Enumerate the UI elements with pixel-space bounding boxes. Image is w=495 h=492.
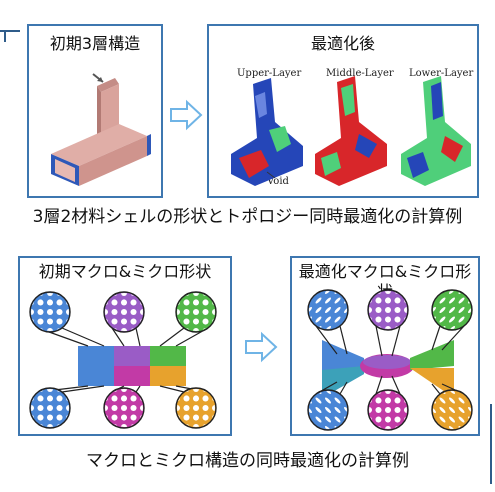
right-accent-rule <box>490 404 492 484</box>
optimized-micro-top-1 <box>367 289 409 331</box>
left-accent-rule <box>0 30 20 32</box>
optimized-right-member <box>410 340 454 370</box>
macro-cell <box>150 366 186 386</box>
optimized-layers-illustration <box>231 76 471 186</box>
t-joint-shell-illustration <box>51 73 151 186</box>
optimized-structure-panel: 最適化後 Upper-Layer Middle-Layer Lower-Laye… <box>207 24 479 198</box>
middle-layer-label: Middle-Layer <box>326 68 394 79</box>
upper-layer-label: Upper-Layer <box>237 68 302 79</box>
macro-cell <box>150 346 186 366</box>
initial-micro-top-1 <box>103 291 145 333</box>
optimized-macro-micro-illustration <box>307 289 473 431</box>
initial-macro-micro-panel: 初期マクロ&ミクロ形状 <box>18 256 232 436</box>
upper-layer-shape <box>231 78 303 186</box>
optimized-micro-bottom-1 <box>367 389 409 431</box>
optimized-micro-top-2 <box>431 289 473 331</box>
initial-macro-micro-illustration <box>29 291 217 429</box>
initial-micro-top-0 <box>29 291 71 333</box>
initial-structure-panel: 初期3層構造 <box>27 24 163 198</box>
middle-layer-shape <box>315 76 387 186</box>
optimized-structure-title: 最適化後 <box>310 34 375 53</box>
lower-layer-shape <box>401 76 471 186</box>
macro-cell <box>78 346 114 366</box>
macro-cell <box>114 346 150 366</box>
initial-structure-title: 初期3層構造 <box>49 34 141 53</box>
void-label: Void <box>267 176 289 187</box>
macro-cell <box>114 366 150 386</box>
bottom-caption: マクロとミクロ構造の同時最適化の計算例 <box>86 451 409 471</box>
optimized-micro-bottom-0 <box>307 389 349 431</box>
lower-layer-label: Lower-Layer <box>409 68 474 79</box>
initial-macro-micro-title: 初期マクロ&ミクロ形状 <box>38 262 212 281</box>
macro-cell <box>78 366 114 386</box>
optimized-right-lower-member <box>410 368 454 398</box>
top-caption: 3層2材料シェルの形状とトポロジー同時最適化の計算例 <box>32 207 463 227</box>
bottom-flow-arrow <box>245 331 278 363</box>
top-flow-arrow <box>170 99 203 131</box>
optimized-macro-micro-panel: 最適化マクロ&ミクロ形状 <box>290 256 480 436</box>
optimized-micro-top-0 <box>307 289 349 331</box>
left-accent-rule-vertical <box>4 30 6 42</box>
initial-micro-bottom-0 <box>29 387 71 429</box>
